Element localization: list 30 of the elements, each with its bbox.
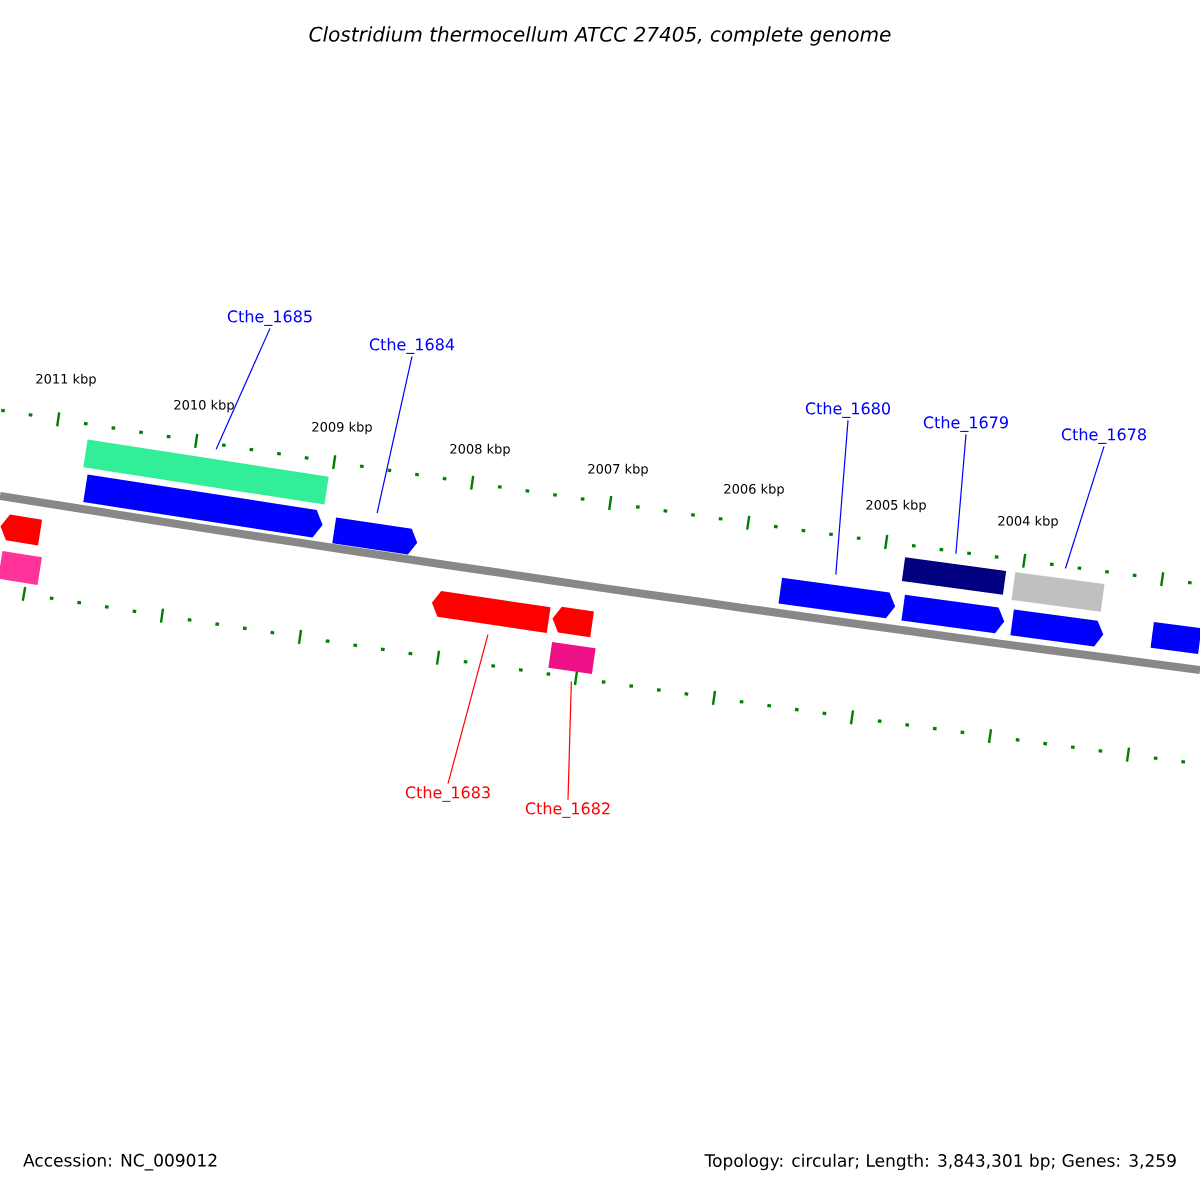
gene-block [901, 594, 1005, 634]
leader-line [835, 419, 849, 576]
title: Clostridium thermocellum ATCC 27405, complete genome [309, 26, 891, 46]
gene-block [1010, 609, 1104, 647]
gene-bar [548, 641, 596, 675]
gene-bar [0, 551, 42, 585]
gene-label: Cthe_1685 [227, 310, 312, 326]
gene-bar [901, 557, 1007, 595]
gene-block [83, 474, 323, 538]
gene-bar [1150, 622, 1200, 654]
leader-line [215, 327, 271, 450]
gene-block [332, 517, 418, 555]
gene-label: Cthe_1678 [1061, 428, 1146, 444]
leader-line [567, 680, 572, 801]
gene-label: Cthe_1680 [805, 402, 890, 418]
gene-block [0, 514, 43, 546]
gene-label: Cthe_1683 [405, 786, 490, 802]
gene-label: Cthe_1679 [923, 416, 1008, 432]
gene-label: Cthe_1684 [369, 338, 455, 354]
leader-line [376, 355, 413, 514]
leader-line [955, 433, 967, 555]
genome-info-label: Topology: circular; Length: 3,843,301 bp; Genes: 3,259 [704, 1153, 1176, 1171]
gene-bar [83, 439, 329, 505]
accession-label: Accession: NC_009012 [23, 1153, 217, 1171]
gene-bar [1011, 572, 1105, 612]
gene-label: Cthe_1682 [525, 802, 610, 818]
gene-block [552, 606, 594, 638]
gene-block [778, 577, 896, 619]
leader-line [447, 634, 489, 785]
leader-line [1064, 445, 1105, 570]
